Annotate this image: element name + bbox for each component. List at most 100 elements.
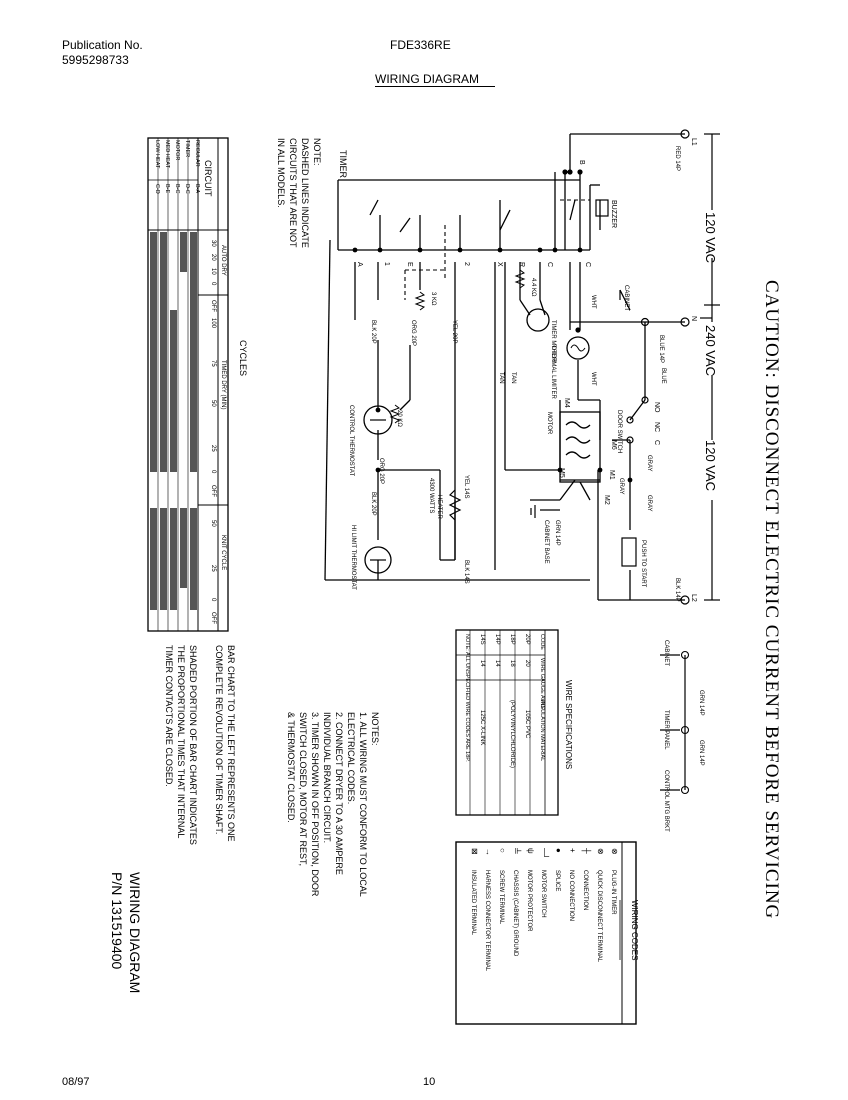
label-2: 2	[463, 262, 470, 266]
label-com: C	[653, 440, 660, 445]
heater-icon	[448, 489, 462, 521]
heater-watts: 4300 WATTS	[428, 478, 434, 513]
svg-text:CODE: CODE	[539, 634, 545, 650]
thermal-limiter-icon	[566, 336, 590, 360]
timer-panel-label: TIMER PANEL	[663, 710, 669, 750]
svg-text:25: 25	[210, 445, 216, 452]
timer-motor-label: TIMER MOTOR	[550, 320, 556, 363]
svg-text:+: +	[568, 848, 577, 853]
label-a: A	[356, 262, 363, 267]
svg-text:25: 25	[210, 565, 216, 572]
svg-text:50: 50	[210, 400, 216, 407]
svg-text:QUICK DISCONNECT TERMINAL: QUICK DISCONNECT TERMINAL	[596, 870, 602, 963]
grn-wire-label-2: GRN 14P	[698, 740, 704, 766]
svg-text:105C PVC: 105C PVC	[524, 710, 530, 739]
label-org-blk: ORG 20P	[378, 458, 384, 484]
label-m5: M5	[558, 468, 565, 478]
row-low-heat: LOW HEAT	[154, 140, 160, 169]
svg-text:MOTOR SWITCH: MOTOR SWITCH	[540, 870, 546, 918]
svg-text:14P: 14P	[494, 634, 500, 645]
svg-text:& THERMOSTAT CLOSED.: & THERMOSTAT CLOSED.	[286, 712, 296, 823]
label-org-blk-2: BLK 20P	[370, 492, 376, 516]
svg-text:SWITCH CLOSED, MOTOR AT REST,: SWITCH CLOSED, MOTOR AT REST,	[298, 712, 308, 866]
ground-terminal-2	[680, 725, 690, 735]
svg-text:NOTE: ALL UNSPECIFIED WIRE COD: NOTE: ALL UNSPECIFIED WIRE CODES ARE 18P…	[464, 634, 470, 762]
svg-text:3. TIMER SHOWN IN OFF POSITION: 3. TIMER SHOWN IN OFF POSITION, DOOR	[310, 712, 320, 897]
ground-terminal-1	[680, 650, 690, 660]
label-3k: 3 KΩ	[430, 292, 436, 306]
row-timer: TIMER	[184, 140, 190, 157]
label-m2: M2	[603, 495, 610, 505]
label-grn-14p: GRN 14P	[554, 520, 560, 546]
label-nc: NC	[653, 422, 660, 432]
svg-text:WIRE GAUGE AWG: WIRE GAUGE AWG	[539, 658, 545, 708]
motor-icon	[559, 411, 601, 501]
label-cabinet-base: CABINET BASE	[543, 520, 549, 564]
voltage-left: 120 VAC	[703, 212, 718, 263]
svg-text:SPLICE: SPLICE	[554, 870, 560, 891]
svg-text:0: 0	[210, 598, 216, 602]
svg-text:ELECTRICAL CODES.: ELECTRICAL CODES.	[346, 712, 356, 804]
svg-text:NOTE:: NOTE:	[312, 138, 322, 166]
resistor-20k-icon	[389, 404, 401, 424]
wiring-codes-box: WIRING CODES ⊗ ⊗ ┼ + ● ─┘ ψ ╧ ○ → ⊠ PLUG…	[455, 841, 639, 1025]
cycles-title: CYCLES	[238, 340, 248, 376]
hi-limit-thermostat-icon	[364, 546, 392, 574]
heater-label: HEATER	[436, 495, 442, 520]
svg-text:100: 100	[210, 318, 216, 329]
voltage-middle: 240 VAC	[703, 325, 718, 376]
svg-text:14: 14	[494, 660, 500, 667]
svg-text:NO CONNECTION: NO CONNECTION	[568, 870, 574, 921]
label-gray-1: GRAY	[646, 455, 652, 472]
label-m6: M6	[610, 440, 617, 450]
title-underline	[375, 86, 495, 87]
svg-text:CONNECTION: CONNECTION	[582, 870, 588, 910]
cycles-table: CIRCUIT CYCLES AUTO DRY TIMED DRY (MIN) …	[147, 137, 248, 632]
label-red-wire: RED 14P	[674, 146, 680, 171]
control-thermostat-icon	[363, 405, 393, 435]
svg-text:75: 75	[210, 360, 216, 367]
row-regular: REGULAR	[194, 140, 200, 167]
svg-text:10: 10	[210, 268, 216, 275]
svg-text:┼: ┼	[581, 847, 592, 854]
control-bracket-label: CONTROL MTG BRKT	[663, 770, 669, 832]
optional-circuits	[404, 199, 590, 300]
label-n: N	[690, 316, 697, 321]
label-gray-2: GRAY	[646, 495, 652, 512]
push-to-start-icon[interactable]	[621, 537, 637, 567]
svg-text:NOTES:: NOTES:	[370, 712, 380, 746]
svg-text:INSULATED TERMINAL: INSULATED TERMINAL	[470, 870, 476, 936]
label-e: E	[406, 262, 413, 267]
label-org-20p: ORG 20P	[410, 320, 416, 346]
svg-text:─┘: ─┘	[540, 847, 550, 859]
model-number: FDE336RE	[390, 38, 451, 52]
bar-chart-notes: BAR CHART TO THE LEFT REPRESENTS ONE COM…	[164, 645, 236, 845]
svg-text:IN ALL MODELS.: IN ALL MODELS.	[276, 138, 286, 208]
timed-dry-header: TIMED DRY (MIN)	[220, 360, 226, 409]
ground-icons	[530, 290, 686, 791]
ground-terminal-3	[680, 785, 690, 795]
svg-text:ψ: ψ	[526, 848, 535, 854]
label-nr: R	[518, 262, 525, 267]
label-tan-2: TAN	[498, 372, 504, 384]
label-blk-14s: BLK 14S	[463, 560, 469, 584]
svg-text:MOTOR PROTECTOR: MOTOR PROTECTOR	[526, 870, 532, 932]
timer-motor-icon	[526, 308, 550, 332]
off-2: OFF	[210, 485, 216, 497]
svg-text:BAR CHART TO THE LEFT REPRESEN: BAR CHART TO THE LEFT REPRESENTS ONE	[226, 645, 236, 842]
svg-text:→: →	[484, 848, 493, 856]
splices	[352, 169, 633, 483]
circuit-wires	[324, 133, 685, 601]
label-gray-3: GRAY	[618, 478, 624, 495]
motor-label: MOTOR	[546, 412, 552, 435]
svg-text:●: ●	[554, 848, 563, 853]
svg-text:2. CONNECT DRYER TO A 30 AMPER: 2. CONNECT DRYER TO A 30 AMPERE	[334, 712, 344, 875]
label-c2: C	[584, 262, 591, 267]
label-l2: L2	[690, 594, 697, 602]
off-1: OFF	[210, 300, 216, 312]
buzzer-icon	[595, 199, 609, 217]
label-b: B	[578, 160, 585, 165]
svg-text:╧: ╧	[512, 847, 522, 854]
circuit-header: CIRCUIT	[203, 160, 213, 197]
